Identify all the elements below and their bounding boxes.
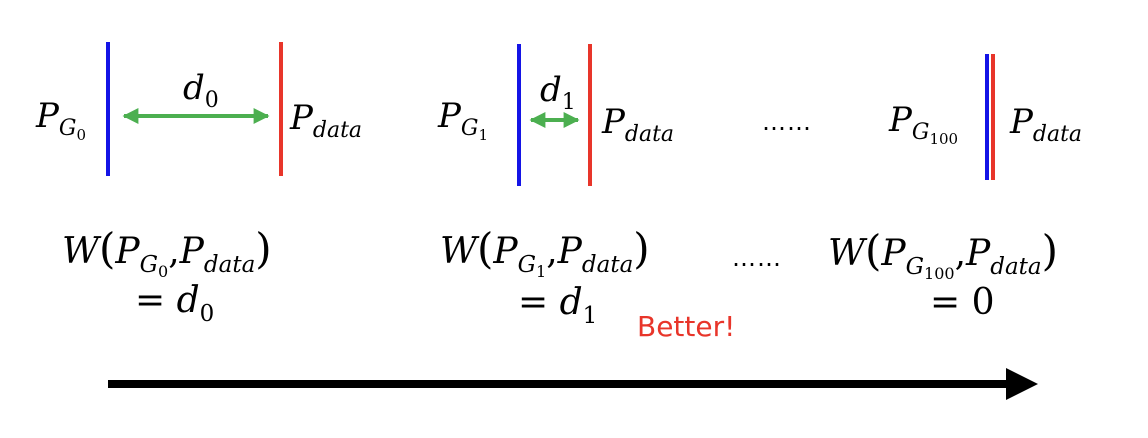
stage0-pdata-label: Pdata [290, 98, 363, 143]
better-label: Better! [637, 310, 736, 343]
stage1-pdata-label: Pdata [602, 102, 675, 147]
stage0-pg-label: PG0 [36, 96, 87, 144]
stage0-formula: W(PG0,Pdata) [62, 224, 272, 281]
stage100-formula: W(PG100,Pdata) [828, 226, 1059, 283]
progress-arrowhead [1006, 368, 1038, 400]
stage100-pdata-label: Pdata [1010, 102, 1083, 147]
stage1-formula: W(PG1,Pdata) [440, 224, 650, 281]
top-ellipsis: …… [762, 108, 812, 136]
stage1-pg-label: PG1 [438, 96, 489, 144]
stage100-pg-label: PG100 [889, 100, 959, 148]
bottom-ellipsis: …… [732, 244, 782, 272]
stage0-distance-label: d0 [183, 68, 219, 113]
stage0-formula-result: = d0 [135, 280, 215, 327]
stage100-formula-result: = 0 [930, 282, 995, 323]
stage1-distance-label: d1 [540, 70, 576, 115]
stage1-formula-result: = d1 [518, 282, 598, 329]
